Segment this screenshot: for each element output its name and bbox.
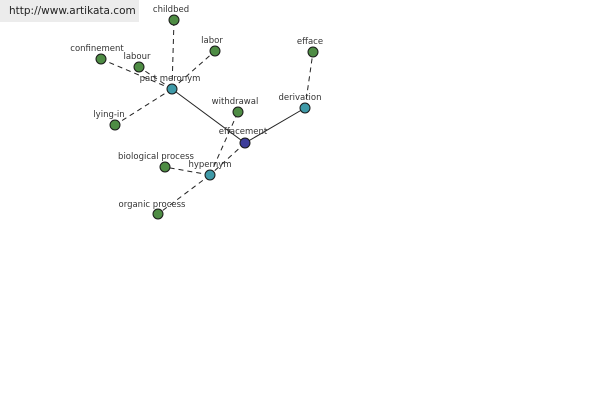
label-hypernym: hypernym [188,160,231,170]
label-labor: labor [201,36,223,46]
node-labor[interactable] [209,45,221,57]
edge-derivation-efface [304,51,314,109]
graph-nodes [95,14,319,220]
edge-part_meronym-confinement [100,58,173,90]
label-childbed: childbed [153,5,189,15]
node-withdrawal[interactable] [232,106,244,118]
label-effacement: effacement [219,127,268,137]
node-efface[interactable] [307,46,319,58]
edge-part_meronym-childbed [171,19,175,90]
node-labour[interactable] [133,61,145,73]
node-hypernym[interactable] [204,169,216,181]
node-biological-process[interactable] [159,161,171,173]
label-confinement: confinement [70,44,124,54]
edge-part_meronym-labor [171,50,216,90]
label-organic-process: organic process [119,200,187,210]
edge-effacement-hypernym [209,142,246,176]
node-organic-process[interactable] [152,208,164,220]
edge-hypernym-organic_process [157,174,211,215]
label-efface: efface [297,37,323,47]
node-effacement[interactable] [239,137,251,149]
watermark-banner: http://www.artikata.com [0,0,139,22]
graph-edges [100,19,314,215]
node-derivation[interactable] [299,102,311,114]
node-lying-in[interactable] [109,119,121,131]
label-labour: labour [123,52,151,62]
graph-labels: effacement part meronym derivation hypernym… [70,5,323,210]
node-confinement[interactable] [95,53,107,65]
edge-part_meronym-labour [138,66,173,90]
node-part-meronym[interactable] [166,83,178,95]
edge-hypernym-biological_process [164,166,211,176]
edge-effacement-derivation [244,107,306,144]
watermark-text: http://www.artikata.com [9,5,136,17]
label-lying-in: lying-in [93,110,124,120]
label-biological-process: biological process [118,152,194,162]
label-part-meronym: part meronym [140,74,201,84]
edge-part_meronym-lying_in [114,88,173,126]
node-childbed[interactable] [168,14,180,26]
label-withdrawal: withdrawal [212,97,259,107]
label-derivation: derivation [278,93,321,103]
edge-hypernym-withdrawal [209,111,239,176]
edge-effacement-part_meronym [171,88,246,144]
